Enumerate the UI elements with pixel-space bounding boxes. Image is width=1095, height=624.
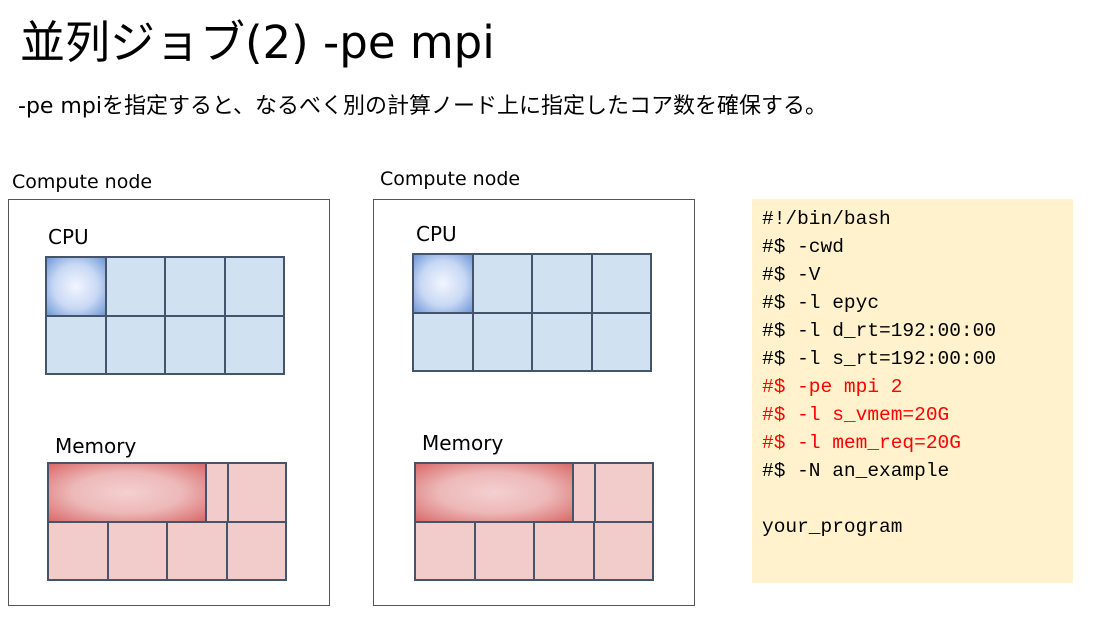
memory-grid [414,462,654,581]
memory-used [48,463,206,522]
cpu-core [224,315,284,374]
cpu-label: CPU [416,222,457,246]
cpu-core [165,257,225,316]
script-line: #$ -l s_vmem=20G [762,404,950,426]
memory-block [206,463,228,522]
memory-block [534,522,594,580]
script-line: #$ -l epyc [762,292,880,314]
script-line: #!/bin/bash [762,208,891,230]
slide-title: 並列ジョブ(2) -pe mpi [20,16,495,69]
cpu-core [472,312,532,371]
memory-block [228,463,286,522]
memory-block [48,522,108,580]
memory-block [227,522,286,580]
cpu-core [532,312,592,371]
script-line: your_program [762,516,903,538]
memory-used [415,463,573,522]
cpu-label: CPU [48,225,89,249]
script-line: #$ -pe mpi 2 [762,376,903,398]
cpu-core-used [413,254,473,313]
memory-block [595,463,653,522]
slide-subtitle: -pe mpiを指定すると、なるべく別の計算ノード上に指定したコア数を確保する。 [18,94,828,119]
cpu-core [224,257,284,316]
memory-block [594,522,653,580]
cpu-core [105,315,165,374]
memory-label: Memory [55,434,137,458]
job-script: #!/bin/bash #$ -cwd #$ -V #$ -l epyc #$ -l d… [752,199,1073,583]
memory-block [167,522,227,580]
script-line: #$ -N an_example [762,460,950,482]
cpu-core [105,257,165,316]
cpu-core [165,315,225,374]
cpu-core [591,254,651,313]
cpu-grid [45,256,285,375]
script-line: #$ -l s_rt=192:00:00 [762,348,997,370]
script-line: #$ -l d_rt=192:00:00 [762,320,997,342]
cpu-core [413,312,473,371]
cpu-core [46,315,106,374]
cpu-core [591,312,651,371]
script-line: #$ -l mem_req=20G [762,432,961,454]
script-line: #$ -cwd [762,236,844,258]
node-label: Compute node [12,171,153,193]
cpu-core [472,254,532,313]
cpu-core-used [46,257,106,316]
memory-block [475,522,534,580]
node-label: Compute node [380,168,521,190]
memory-block [108,522,167,580]
script-line: #$ -V [762,264,821,286]
memory-block [415,522,475,580]
script-line [762,485,1073,513]
cpu-grid [412,253,652,372]
memory-label: Memory [422,431,504,455]
memory-grid [47,462,287,581]
memory-block [573,463,595,522]
cpu-core [532,254,592,313]
